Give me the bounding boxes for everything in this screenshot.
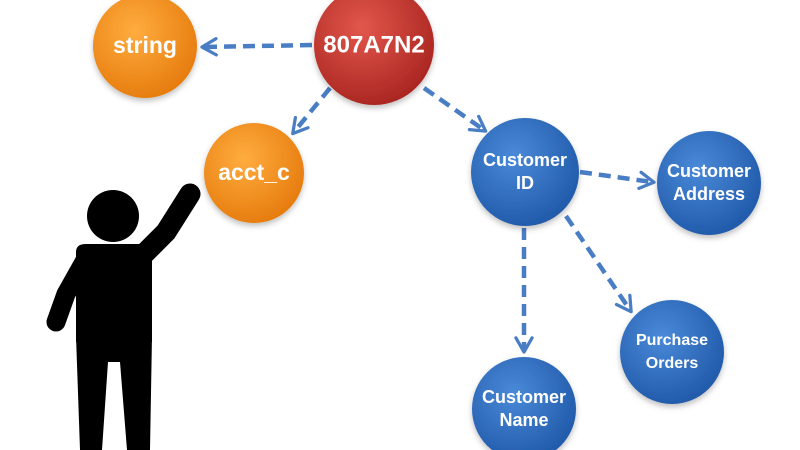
node-acct-c[interactable]: acct_c	[204, 123, 304, 223]
node-string-circle	[93, 0, 197, 98]
node-acct-c-label: acct_c	[218, 159, 290, 185]
node-customer-name[interactable]: Customer Name	[472, 357, 576, 450]
person-pointing-icon	[46, 183, 201, 450]
node-string-label: string	[113, 32, 177, 58]
node-root-label: 807A7N2	[323, 31, 424, 58]
node-customer-address-label-line2: Address	[673, 184, 745, 204]
edge-root-to-acct-c	[291, 86, 332, 136]
edge-customer-id-to-customer-address	[579, 169, 656, 190]
node-customer-id-label-line2: ID	[516, 173, 534, 193]
person-lower-arm	[46, 252, 94, 332]
node-root[interactable]: 807A7N2	[314, 0, 434, 105]
node-customer-address[interactable]: Customer Address	[657, 131, 761, 235]
node-purchase-orders-label-line2: Orders	[646, 355, 699, 372]
edge-root-to-customer-id	[422, 86, 488, 133]
node-customer-name-label-line1: Customer	[482, 387, 566, 407]
node-customer-id[interactable]: Customer ID	[471, 118, 579, 226]
node-purchase-orders-label-line1: Purchase	[636, 332, 708, 349]
node-acct-c-circle	[204, 123, 304, 223]
node-customer-address-label-line1: Customer	[667, 161, 751, 181]
edge-customer-id-to-purchase-orders	[564, 214, 633, 314]
edge-root-to-string	[200, 37, 313, 57]
node-customer-id-circle	[471, 118, 579, 226]
person-legs	[76, 336, 152, 450]
node-root-circle	[314, 0, 434, 105]
node-purchase-orders-circle	[620, 300, 724, 404]
node-customer-name-label-line2: Name	[499, 410, 548, 430]
person-head	[87, 190, 139, 242]
node-customer-name-circle	[472, 357, 576, 450]
edges	[200, 37, 656, 354]
person-body	[76, 244, 152, 342]
node-customer-id-label-line1: Customer	[483, 150, 567, 170]
node-string[interactable]: string	[93, 0, 197, 98]
node-customer-address-circle	[657, 131, 761, 235]
person-pointing-arm	[129, 183, 201, 269]
node-purchase-orders[interactable]: Purchase Orders	[620, 300, 724, 404]
